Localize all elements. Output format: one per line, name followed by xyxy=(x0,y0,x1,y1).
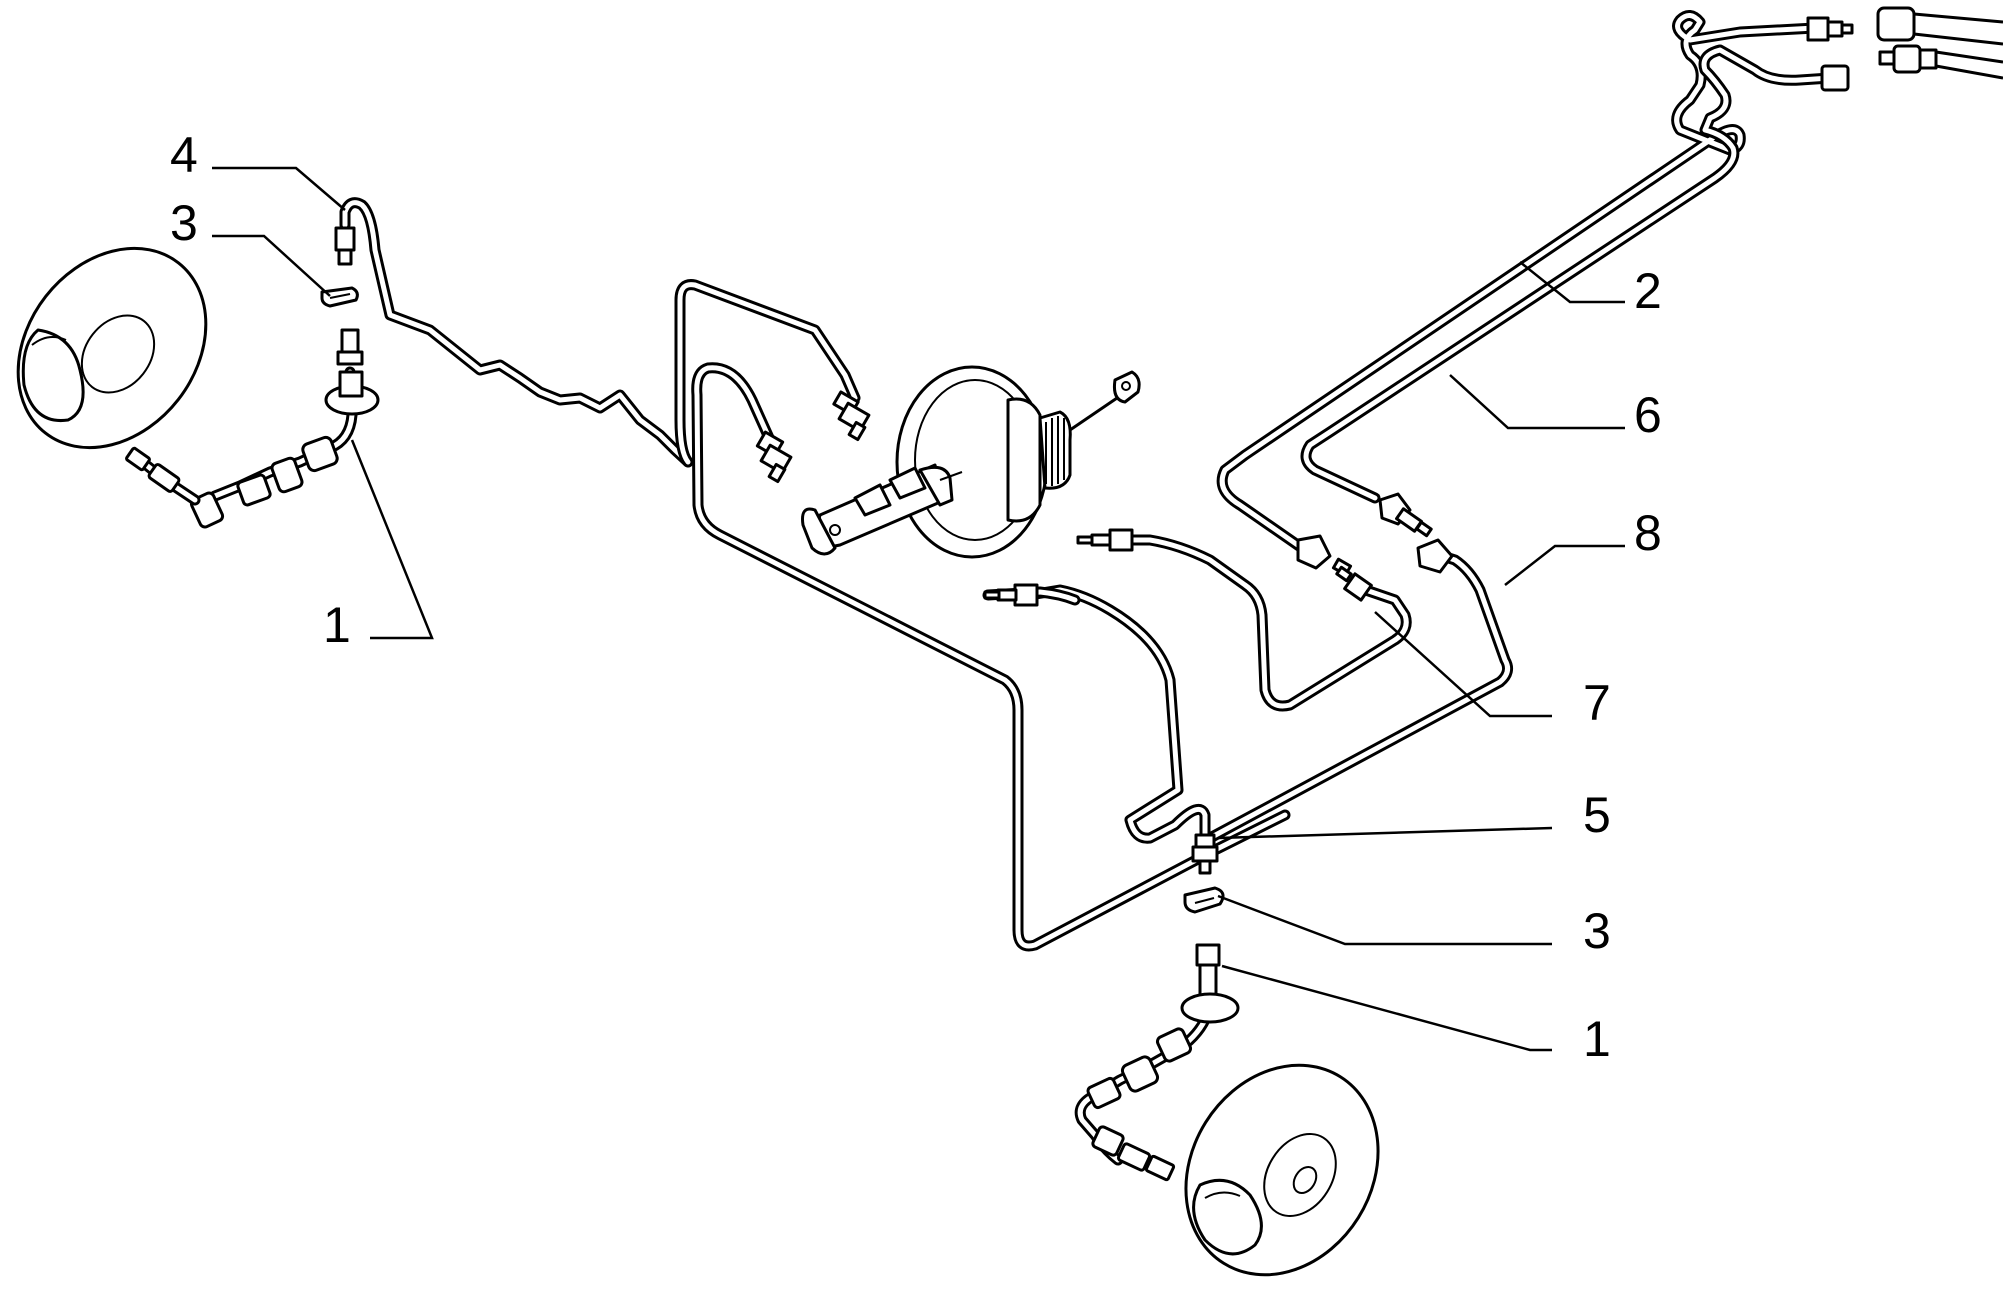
union-nipple xyxy=(337,248,353,266)
fitting-6-front xyxy=(1378,492,1433,538)
brake-disc-left xyxy=(16,246,208,450)
callout-6: 6 xyxy=(1634,387,1662,443)
callout-7: 7 xyxy=(1583,675,1611,731)
clip-3-right xyxy=(1183,886,1225,914)
leader-5 xyxy=(1217,826,1553,840)
pipe-7 xyxy=(1114,534,1412,712)
brake-pipes xyxy=(339,10,1836,952)
leader-lines xyxy=(212,166,1625,1052)
leader-1b xyxy=(1221,964,1552,1052)
union-nut xyxy=(334,226,356,252)
leader-8 xyxy=(1504,544,1625,586)
fitting-a xyxy=(1076,528,1134,552)
callout-3-right: 3 xyxy=(1583,903,1611,959)
callout-labels: 4 3 1 2 6 8 7 5 3 1 xyxy=(170,127,1662,1067)
pipe-main-loop xyxy=(674,279,1291,952)
hose-end-hex xyxy=(336,350,364,366)
callout-3-left: 3 xyxy=(170,195,198,251)
pipe-6 xyxy=(1300,44,1836,504)
leader-7 xyxy=(1374,611,1552,718)
master-cylinder xyxy=(801,463,963,556)
leader-3b xyxy=(1217,894,1552,946)
fittings xyxy=(334,6,2003,875)
callout-5: 5 xyxy=(1583,787,1611,843)
callout-2: 2 xyxy=(1634,263,1662,319)
brake-servo xyxy=(895,365,1141,559)
leader-1a xyxy=(350,439,434,640)
mc-fitting-1 xyxy=(832,390,871,442)
leader-3a xyxy=(212,234,331,297)
rear-fittings xyxy=(1806,6,2003,92)
brake-disc-right xyxy=(1184,1063,1380,1277)
mc-fitting-2 xyxy=(755,430,793,484)
leader-6 xyxy=(1449,374,1625,430)
callout-1-right: 1 xyxy=(1583,1011,1611,1067)
brake-hose-right xyxy=(1074,943,1240,1182)
leader-4 xyxy=(212,166,346,211)
callout-1-left: 1 xyxy=(323,597,351,653)
clip-3-left xyxy=(320,286,359,308)
pipe-short-left xyxy=(982,586,1081,606)
fitting-b xyxy=(983,583,1039,607)
callout-4: 4 xyxy=(170,127,198,183)
fitting-5 xyxy=(1191,833,1219,875)
fitting-7-front xyxy=(1335,565,1373,602)
hose-end-fitting xyxy=(340,328,360,354)
callout-8: 8 xyxy=(1634,505,1662,561)
pipe-8 xyxy=(1204,546,1514,844)
brake-hose-left xyxy=(125,366,380,529)
pipe-4 xyxy=(339,197,694,468)
pipe-5 xyxy=(1024,584,1211,846)
fitting-8-front xyxy=(1416,538,1454,574)
leader-2 xyxy=(1519,261,1625,304)
